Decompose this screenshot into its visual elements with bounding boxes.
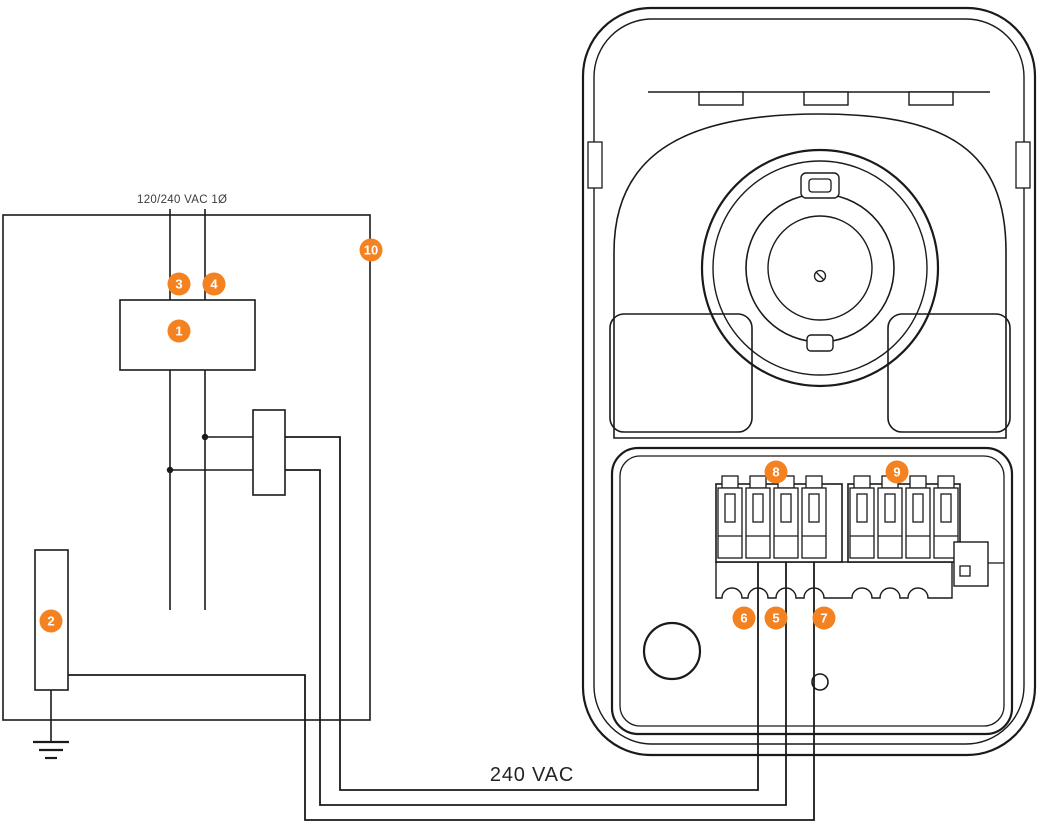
- badge-number: 6: [740, 611, 747, 626]
- branch-breaker: [252, 409, 286, 496]
- badge-circle: [202, 272, 226, 296]
- side-pod-right: [887, 313, 1011, 433]
- feed-voltage-label: 240 VAC: [490, 764, 574, 786]
- badge-number: 4: [210, 277, 218, 292]
- wall-connector: [581, 6, 1037, 757]
- earth-ground-icon: [33, 740, 69, 760]
- wiring-compartment-inner: [619, 455, 1005, 727]
- wire-ground: [68, 562, 815, 821]
- terminal-6: [877, 475, 903, 559]
- top-tab-3: [908, 91, 954, 106]
- mounting-bracket: [953, 541, 989, 587]
- callout-badges: 1 2 3 4 5 6 7 8: [39, 238, 909, 633]
- terminal-5: [849, 475, 875, 559]
- side-pod-left: [609, 313, 753, 433]
- wire-hot-1: [285, 436, 759, 791]
- terminal-2: [745, 475, 771, 559]
- top-tab-2: [803, 91, 849, 106]
- dock-screw-slot: [816, 272, 824, 280]
- badge-4: 4: [202, 272, 226, 296]
- feed-wires: [68, 436, 815, 821]
- badge-circle: [39, 609, 63, 633]
- badge-number: 7: [820, 611, 827, 626]
- wire-guide-comb: [715, 561, 953, 599]
- badge-8: 8: [764, 460, 788, 484]
- terminal-1: [717, 475, 743, 559]
- badge-6: 6: [732, 606, 756, 630]
- badge-number: 9: [893, 465, 900, 480]
- badge-circle: [764, 460, 788, 484]
- faceplate-arch: [613, 113, 1007, 439]
- terminal-4: [801, 475, 827, 559]
- cable-dock: [700, 148, 940, 388]
- dock-ring-2: [712, 160, 928, 376]
- dock-bottom-notch: [806, 334, 834, 352]
- dock-ring-outer: [700, 148, 940, 388]
- badge-circle: [812, 606, 836, 630]
- panel-outline: [2, 214, 371, 721]
- charger-body-inner: [593, 18, 1025, 745]
- terminal-7: [905, 475, 931, 559]
- badge-number: 10: [364, 243, 378, 258]
- badge-number: 8: [772, 465, 779, 480]
- badge-circle: [167, 319, 191, 343]
- side-latch-right: [1015, 141, 1031, 189]
- badge-circle: [359, 238, 383, 262]
- dock-face: [767, 215, 873, 321]
- badge-3: 3: [167, 272, 191, 296]
- dock-latch-tab: [800, 172, 840, 199]
- charger-body-outline: [581, 6, 1037, 757]
- badge-number: 5: [772, 611, 779, 626]
- badge-7: 7: [812, 606, 836, 630]
- top-tab-1: [698, 91, 744, 106]
- dock-latch-inner: [808, 178, 832, 193]
- wire-hot-2: [285, 469, 787, 806]
- badge-circle: [885, 460, 909, 484]
- badge-2: 2: [39, 609, 63, 633]
- badge-5: 5: [764, 606, 788, 630]
- badge-9: 9: [885, 460, 909, 484]
- badge-1: 1: [167, 319, 191, 343]
- wiring-compartment: [610, 446, 1014, 736]
- badge-circle: [167, 272, 191, 296]
- supply-voltage-label: 120/240 VAC 1Ø: [137, 194, 227, 206]
- badge-number: 2: [47, 614, 54, 629]
- screw-hole-circle: [811, 673, 829, 691]
- badge-circle: [732, 606, 756, 630]
- badge-number: 1: [175, 324, 182, 339]
- side-latch-left: [587, 141, 603, 189]
- bracket-detail: [959, 565, 971, 577]
- badge-circle: [764, 606, 788, 630]
- dock-screw-icon: [813, 269, 827, 283]
- conduit-knockout-circle: [642, 621, 702, 681]
- badge-10: 10: [359, 238, 383, 262]
- badge-number: 3: [175, 277, 182, 292]
- terminal-3: [773, 475, 799, 559]
